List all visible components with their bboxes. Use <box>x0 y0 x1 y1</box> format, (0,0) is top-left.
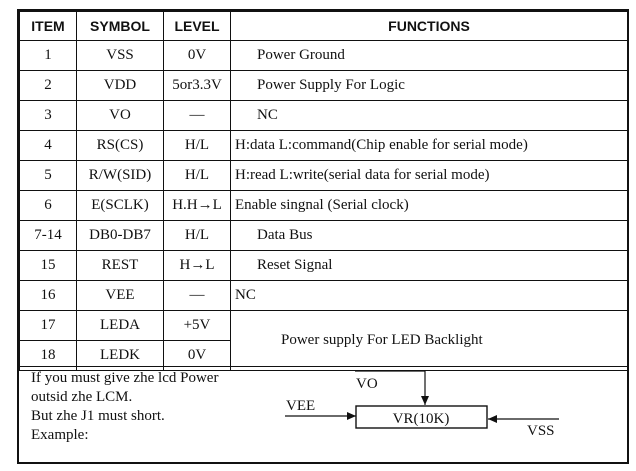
function-cell: Enable singnal (Serial clock) <box>230 190 628 221</box>
resistor-box <box>355 405 488 429</box>
function-cell: Power Supply For Logic <box>230 70 628 101</box>
vee-label: VEE <box>286 398 315 414</box>
level-cell: — <box>163 280 231 311</box>
table-row: 5 R/W(SID) H/L H:read L:write(serial dat… <box>19 160 628 191</box>
note-line: If you must give zhe lcd Power <box>31 370 219 386</box>
item-cell: 4 <box>19 130 77 161</box>
header-symbol: SYMBOL <box>76 11 164 41</box>
symbol-cell: E(SCLK) <box>76 190 164 221</box>
external-power-note: If you must give zhe lcd Power outsid zh… <box>31 369 218 445</box>
level-cell: 0V <box>163 340 231 371</box>
table-row: 6 E(SCLK) H.H→L Enable singnal (Serial c… <box>19 190 628 221</box>
level-cell: — <box>163 100 231 131</box>
function-cell: H:read L:write(serial data for serial mo… <box>230 160 628 191</box>
item-cell: 1 <box>19 40 77 71</box>
symbol-cell: VEE <box>76 280 164 311</box>
level-cell: H/L <box>163 160 231 191</box>
function-cell: NC <box>230 100 628 131</box>
item-cell: 16 <box>19 280 77 311</box>
backlight-function-cell: Power supply For LED Backlight <box>230 310 628 371</box>
header-functions: FUNCTIONS <box>230 11 628 41</box>
function-cell: Data Bus <box>230 220 628 251</box>
symbol-cell: LEDA <box>76 310 164 341</box>
function-cell: H:data L:command(Chip enable for serial … <box>230 130 628 161</box>
level-cell: H/L <box>163 130 231 161</box>
symbol-cell: DB0-DB7 <box>76 220 164 251</box>
vss-label: VSS <box>527 423 555 439</box>
symbol-cell: VO <box>76 100 164 131</box>
table-row: 17 LEDA +5V Power supply For LED Backlig… <box>19 310 628 371</box>
table-row: 16 VEE — NC <box>19 280 628 311</box>
level-cell: 5or3.3V <box>163 70 231 101</box>
item-cell: 7-14 <box>19 220 77 251</box>
resistor-label: VR(10K) <box>393 411 450 427</box>
item-cell: 18 <box>19 340 77 371</box>
item-cell: 2 <box>19 70 77 101</box>
item-cell: 15 <box>19 250 77 281</box>
level-cell: 0V <box>163 40 231 71</box>
table-row: 15 REST H→L Reset Signal <box>19 250 628 281</box>
contrast-circuit-diagram: VO VEE VR(10K) VSS <box>285 370 559 439</box>
function-cell: NC <box>230 280 628 311</box>
note-line: outsid zhe LCM. <box>31 389 133 405</box>
level-cell: +5V <box>163 310 231 341</box>
header-row: ITEM SYMBOL LEVEL FUNCTIONS <box>19 11 628 41</box>
symbol-cell: VSS <box>76 40 164 71</box>
symbol-cell: VDD <box>76 70 164 101</box>
function-cell: Reset Signal <box>230 250 628 281</box>
function-cell: Power Ground <box>230 40 628 71</box>
note-line: Example: <box>31 427 89 443</box>
symbol-cell: R/W(SID) <box>76 160 164 191</box>
table-row: 18 LEDK 0V <box>19 340 628 371</box>
note-line: But zhe J1 must short. <box>31 408 165 424</box>
table-row: 3 VO — NC <box>19 100 628 131</box>
level-cell: H→L <box>163 250 231 281</box>
level-cell: H.H→L <box>163 190 231 221</box>
item-cell: 17 <box>19 310 77 341</box>
item-cell: 6 <box>19 190 77 221</box>
pin-definition-sheet: ITEM SYMBOL LEVEL FUNCTIONS 1 VSS 0V Pow… <box>17 9 629 464</box>
external-power-section: If you must give zhe lcd Power outsid zh… <box>19 366 627 463</box>
table-row: 1 VSS 0V Power Ground <box>19 40 628 71</box>
symbol-cell: REST <box>76 250 164 281</box>
table-row: 7-14 DB0-DB7 H/L Data Bus <box>19 220 628 251</box>
pin-table: ITEM SYMBOL LEVEL FUNCTIONS 1 VSS 0V Pow… <box>19 11 628 371</box>
table-row: 4 RS(CS) H/L H:data L:command(Chip enabl… <box>19 130 628 161</box>
header-level: LEVEL <box>163 11 231 41</box>
level-cell: H/L <box>163 220 231 251</box>
header-item: ITEM <box>19 11 77 41</box>
item-cell: 5 <box>19 160 77 191</box>
symbol-cell: RS(CS) <box>76 130 164 161</box>
table-row: 2 VDD 5or3.3V Power Supply For Logic <box>19 70 628 101</box>
symbol-cell: LEDK <box>76 340 164 371</box>
vo-label: VO <box>356 376 378 392</box>
item-cell: 3 <box>19 100 77 131</box>
